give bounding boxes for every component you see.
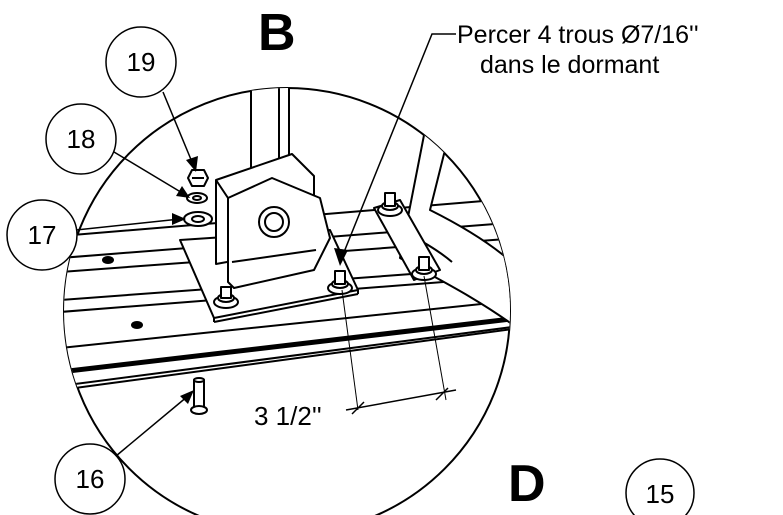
- bolt-front-right: [327, 270, 353, 295]
- note-line-2: dans le dormant: [480, 51, 659, 79]
- balloon-17: 17: [6, 199, 186, 271]
- bolt-back-right-plate-bottom: [411, 256, 437, 281]
- balloon-18-text: 18: [67, 124, 96, 154]
- note-line-1: Percer 4 trous Ø7/16'': [457, 21, 699, 49]
- view-label-b: B: [258, 4, 296, 62]
- bolt-back-right-plate-top: [377, 192, 403, 217]
- exploded-bolt-16: [190, 377, 208, 415]
- exploded-lock-washer-18: [186, 192, 208, 204]
- balloon-15-text: 15: [646, 479, 675, 509]
- balloon-16-text: 16: [76, 464, 105, 494]
- exploded-nut-19: [187, 169, 209, 187]
- balloon-17-text: 17: [28, 220, 57, 250]
- dimension-line: [345, 387, 457, 415]
- bolt-front-left: [213, 286, 239, 309]
- balloon-19: 19: [105, 26, 198, 172]
- note-leader: [334, 33, 456, 266]
- balloon-16: 16: [54, 390, 194, 515]
- balloon-15: 15: [625, 458, 695, 515]
- balloon-18: 18: [45, 103, 190, 198]
- view-label-d: D: [508, 455, 546, 513]
- clevis-bracket: [215, 153, 331, 289]
- exploded-flat-washer-17: [183, 211, 213, 227]
- balloon-19-text: 19: [127, 47, 156, 77]
- dimension-text: 3 1/2'': [254, 401, 322, 431]
- detail-view-contents: [64, 88, 510, 415]
